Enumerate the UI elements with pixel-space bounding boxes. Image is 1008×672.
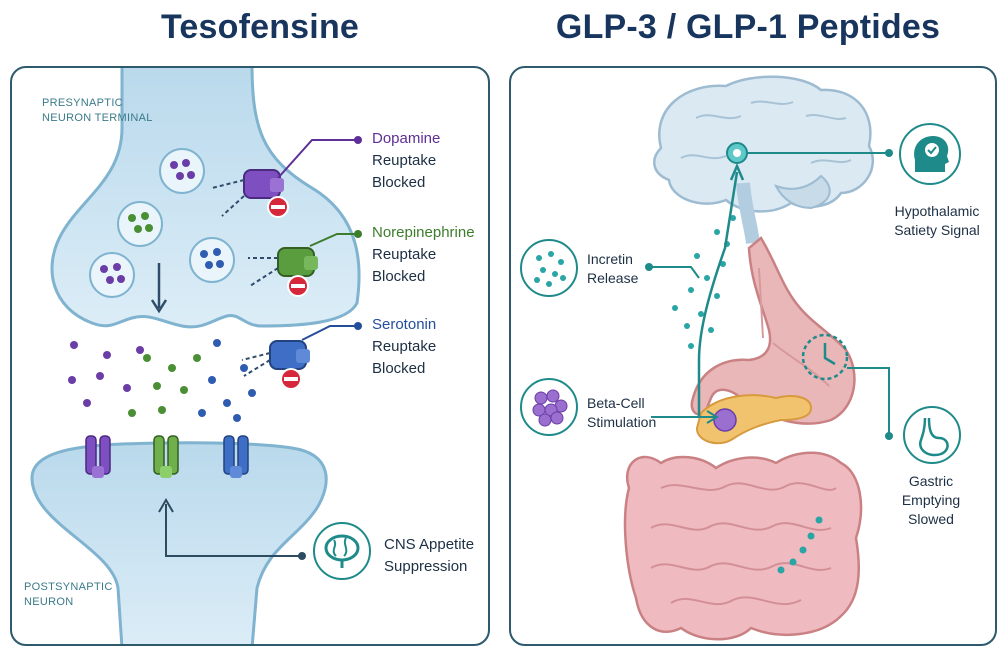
synapse-illustration xyxy=(30,68,371,644)
beta-cell-icon xyxy=(520,378,578,436)
stomach xyxy=(690,236,856,425)
norepinephrine-label: Norepinephrine Reuptake Blocked xyxy=(372,224,475,285)
serotonin-label: Serotonin Reuptake Blocked xyxy=(372,316,437,377)
serotonin-transporter xyxy=(269,340,310,370)
receptor-green xyxy=(153,435,179,478)
dopamine-label: Dopamine Reuptake Blocked xyxy=(372,130,441,191)
intestines xyxy=(623,451,863,641)
postsynaptic-neuron xyxy=(30,441,328,644)
vesicle-dopamine-1 xyxy=(159,148,205,194)
vesicle-norepinephrine xyxy=(117,201,163,247)
incretin-dots xyxy=(672,215,736,349)
brain-icon xyxy=(313,522,371,580)
cns-appetite-label: CNS Appetite Suppression xyxy=(384,536,475,575)
neurotransmitters xyxy=(68,339,256,422)
stomach-icon xyxy=(903,406,961,464)
incretin-dots-icon xyxy=(520,239,578,297)
dopamine-transporter xyxy=(243,169,284,199)
gut-brain-illustration xyxy=(520,75,961,641)
norepinephrine-transporter xyxy=(277,247,318,277)
receptor-blue xyxy=(223,435,249,478)
vesicle-dopamine-2 xyxy=(89,252,135,298)
left-title: Tesofensine xyxy=(160,8,360,46)
no-entry-icon xyxy=(287,275,309,297)
vesicle-serotonin xyxy=(189,237,235,283)
clock-icon xyxy=(801,333,849,381)
head-check-icon xyxy=(899,123,961,185)
no-entry-icon xyxy=(267,196,289,218)
no-entry-icon xyxy=(280,368,302,390)
right-title: GLP-3 / GLP-1 Peptides xyxy=(555,8,941,46)
receptor-purple xyxy=(85,435,111,478)
brain xyxy=(653,75,875,244)
